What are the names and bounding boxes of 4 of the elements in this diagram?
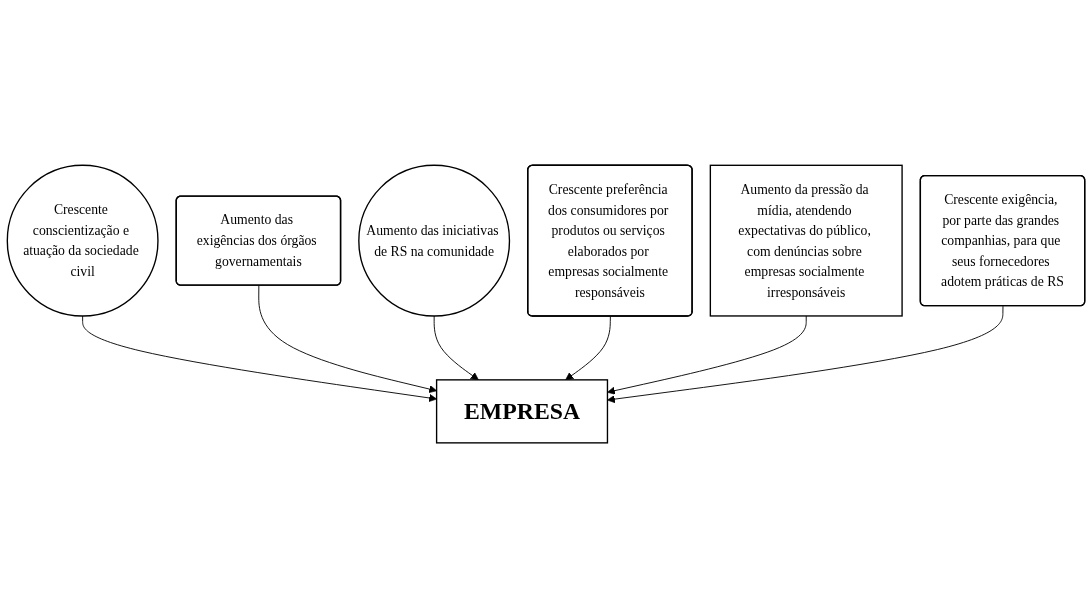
node-box: Aumento da pressão da mídia, atendendo expectativas do público, com denúncias sobre empresas socialmente irresponsáveis [709,164,903,317]
node-circle: Aumento das iniciativas de RS na comunidade [358,164,511,317]
node-circle: Crescente conscientização e atuação da sociedade civil [6,164,159,317]
node-box: EMPRESA [435,379,609,444]
